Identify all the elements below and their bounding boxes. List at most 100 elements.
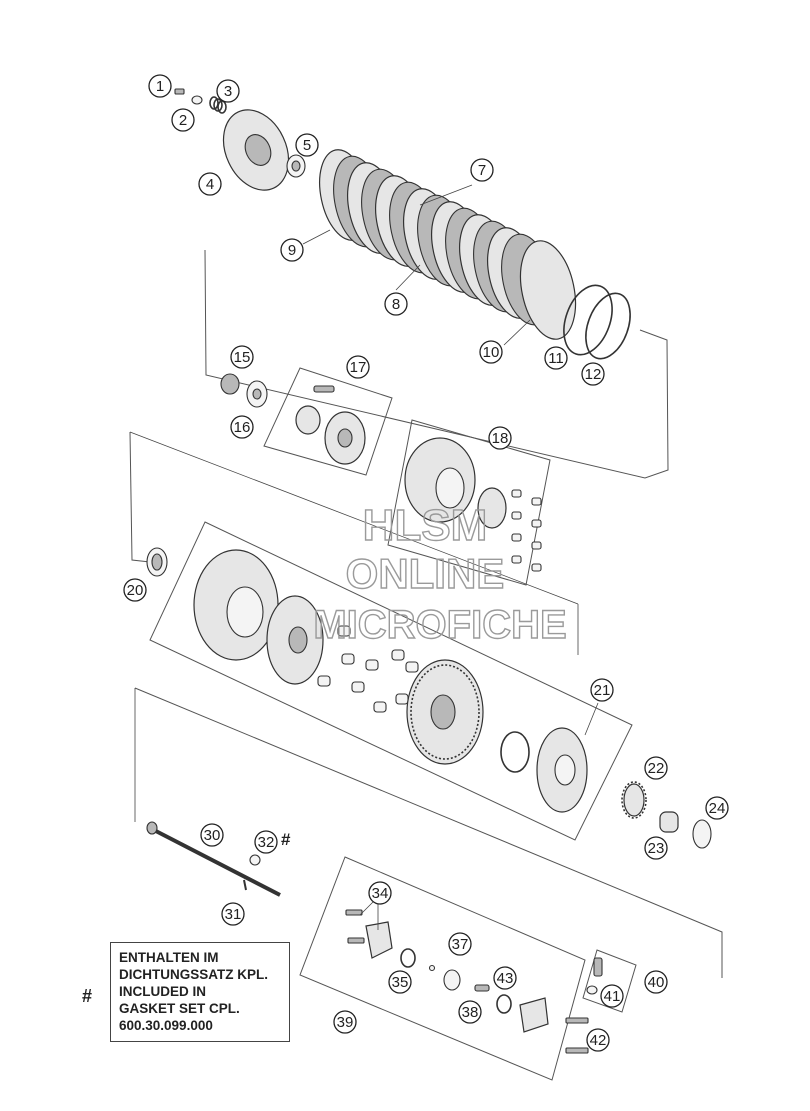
gasket-set-marker: # <box>281 830 291 849</box>
part-17-bolt <box>313 385 335 393</box>
part-42-bolt-a <box>565 1017 589 1024</box>
callout-label: 15 <box>234 349 251 366</box>
part-34-screw-b <box>347 937 365 944</box>
callout-18: 18 <box>488 426 512 450</box>
push-rod-group <box>146 821 281 897</box>
callout-23: 23 <box>644 836 668 860</box>
callout-label: 4 <box>206 176 214 193</box>
callout-label: 35 <box>392 974 409 991</box>
callout-7: 7 <box>470 158 494 182</box>
frame-clutch-basket <box>149 521 633 841</box>
callout-label: 41 <box>604 988 621 1005</box>
hub-nut-group <box>220 373 366 465</box>
part-34-screw-a <box>345 909 363 916</box>
clutch-basket-group <box>146 547 712 849</box>
leader-7 <box>419 184 473 206</box>
callout-label: 43 <box>497 970 514 987</box>
callout-39: 39 <box>333 1010 357 1034</box>
leader-10 <box>503 319 531 346</box>
callout-label: 40 <box>648 974 665 991</box>
note-line: 600.30.099.000 <box>119 1018 213 1033</box>
part-22-teeth <box>621 781 647 819</box>
part-42-bolt-b <box>565 1047 589 1054</box>
part-3-spring <box>209 96 227 114</box>
callout-37: 37 <box>448 932 472 956</box>
clutch-basket-bore <box>226 586 264 638</box>
part-18-bolts <box>511 489 542 572</box>
callout-38: 38 <box>458 1000 482 1024</box>
small-bolt <box>531 497 542 506</box>
callout-40: 40 <box>644 970 668 994</box>
part-37-piston <box>443 969 461 991</box>
callout-11: 11 <box>544 346 568 370</box>
part-17-flange-hub <box>337 428 353 448</box>
slave-cylinder-body <box>519 997 549 1033</box>
part-41-bleed-screw <box>593 957 603 977</box>
callout-label: 8 <box>392 296 400 313</box>
primary-gear-teeth <box>410 664 480 760</box>
callout-label: 16 <box>234 419 251 436</box>
small-bolt <box>531 563 542 572</box>
watermark-line1: HLSM <box>363 501 488 550</box>
damper-spring <box>351 681 365 693</box>
callout-label: 34 <box>372 885 389 902</box>
clutch-disc-stack <box>319 149 577 340</box>
part-35-o-ring <box>400 948 416 968</box>
callout-3: 3 <box>216 79 240 103</box>
callout-16: 16 <box>230 415 254 439</box>
watermark-line3: MICROFICHE <box>313 603 566 647</box>
callout-label: 9 <box>288 242 296 259</box>
part-5-bearing-inner <box>291 160 301 172</box>
note-line: INCLUDED IN <box>119 984 206 999</box>
damper-spring <box>373 701 387 713</box>
callout-2: 2 <box>171 108 195 132</box>
part-31-pin <box>243 879 247 891</box>
callout-label: 30 <box>204 827 221 844</box>
part-16-hole <box>252 388 262 400</box>
callout-32: 32 <box>254 830 278 854</box>
frame-group-17 <box>263 367 393 476</box>
part-17-damper <box>295 405 321 435</box>
callout-35: 35 <box>388 970 412 994</box>
callout-label: 10 <box>483 344 500 361</box>
callout-label: 32 <box>258 834 275 851</box>
part-24-washer <box>692 819 712 849</box>
damper-spring <box>405 661 419 673</box>
part-23-needle-bearing <box>659 811 679 833</box>
callout-label: 39 <box>337 1014 354 1031</box>
pressure-cap-parts <box>174 88 306 191</box>
leader-34a <box>359 899 376 916</box>
damper-spring <box>395 693 409 705</box>
callout-label: 22 <box>648 760 665 777</box>
callout-label: 42 <box>590 1032 607 1049</box>
damper-plate-hub <box>288 626 308 654</box>
callout-17: 17 <box>346 355 370 379</box>
small-bolt <box>511 511 522 520</box>
callout-30: 30 <box>200 823 224 847</box>
wire-rings <box>563 284 631 360</box>
callout-10: 10 <box>479 340 503 364</box>
callout-label: 2 <box>179 112 187 129</box>
note-line: GASKET SET CPL. <box>119 1001 240 1016</box>
part-21-plate-bore <box>554 754 576 786</box>
callout-21: 21 <box>590 678 614 702</box>
part-41-cap <box>586 985 598 995</box>
part-38-spring <box>474 984 490 992</box>
callout-label: 38 <box>462 1004 479 1021</box>
lead-basket-top <box>129 431 579 605</box>
callout-label: 23 <box>648 840 665 857</box>
damper-springs <box>317 625 419 713</box>
note-marker: # <box>82 986 93 1006</box>
small-bolt <box>531 519 542 528</box>
part-37-ball <box>428 964 436 972</box>
part-11-ring <box>563 284 613 356</box>
part-30-rod-head <box>146 821 158 835</box>
damper-spring <box>337 625 351 637</box>
callout-label: 20 <box>127 582 144 599</box>
damper-spring <box>391 649 405 661</box>
clutch-disc-last <box>519 240 577 340</box>
part-2-washer <box>191 95 203 105</box>
small-bolt <box>531 541 542 550</box>
callout-5: 5 <box>295 133 319 157</box>
